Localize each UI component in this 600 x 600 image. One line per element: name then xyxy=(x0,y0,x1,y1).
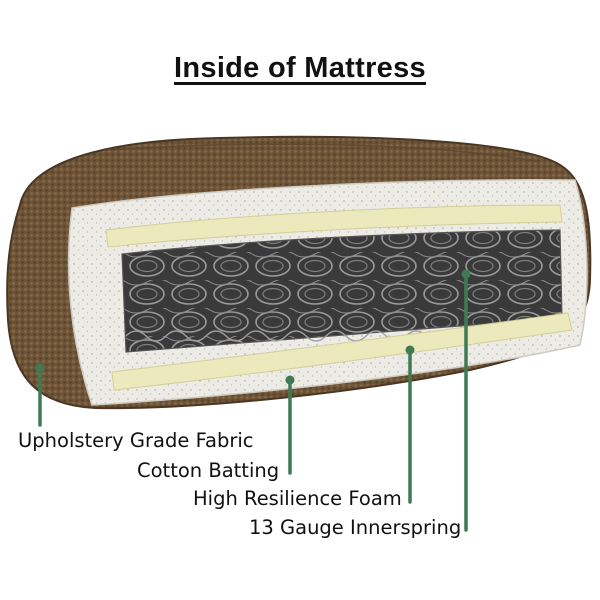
foam-layer-bottom xyxy=(111,312,573,391)
leader-lines xyxy=(38,272,468,532)
foam-leader-dot xyxy=(405,345,415,355)
label-cotton-batting: Cotton Batting xyxy=(137,459,280,482)
label-high-resilience-foam: High Resilience Foam xyxy=(193,487,402,510)
label-upholstery-fabric: Upholstery Grade Fabric xyxy=(18,429,254,452)
label-innerspring: 13 Gauge Innerspring xyxy=(249,516,462,539)
foam-layer-top xyxy=(105,204,563,248)
leader-dots xyxy=(35,269,471,385)
page-title: Inside of Mattress xyxy=(0,52,600,85)
batting-leader-dot xyxy=(285,375,295,385)
spring-leader-dot xyxy=(461,269,471,279)
page-title-text: Inside of Mattress xyxy=(174,52,426,84)
fabric-leader-dot xyxy=(35,363,45,373)
